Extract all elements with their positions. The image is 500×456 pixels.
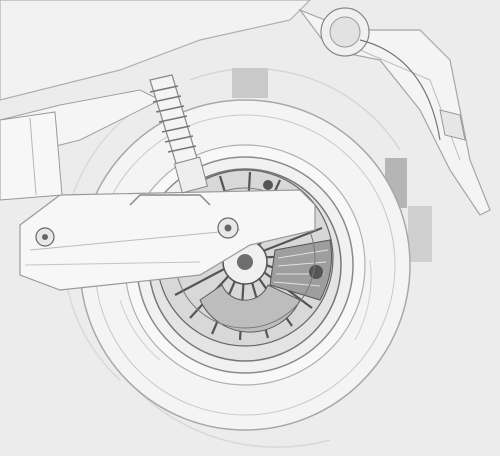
swing-arm-bolt-right-inner bbox=[224, 224, 232, 232]
motor-cooling-segment bbox=[269, 239, 333, 301]
swing-arm-lower-edge bbox=[24, 261, 201, 266]
rear-panel-box-line bbox=[29, 117, 37, 196]
shock-spring bbox=[149, 85, 197, 153]
rear-panel-outline bbox=[0, 0, 311, 101]
swing-arm-body bbox=[19, 189, 316, 291]
motor-bolt-top bbox=[263, 180, 273, 190]
tail-light-lens bbox=[329, 16, 361, 48]
rear-body-panel bbox=[0, 0, 311, 201]
fender-reflector bbox=[439, 109, 466, 141]
swing-arm bbox=[19, 189, 316, 291]
hud-gray-block-top bbox=[232, 68, 268, 98]
rear-fender bbox=[298, 7, 491, 216]
swing-arm-bracket bbox=[129, 194, 211, 206]
tire-details bbox=[119, 259, 372, 361]
swing-arm-bolt-left-inner bbox=[42, 234, 48, 240]
motor-axle bbox=[237, 254, 253, 270]
rear-shock-absorber bbox=[149, 74, 209, 194]
motor-cooling-lines bbox=[273, 249, 329, 287]
shock-lower-mount bbox=[173, 156, 209, 194]
swing-arm-crease bbox=[29, 229, 241, 251]
tail-cable bbox=[359, 39, 441, 141]
rear-panel-box bbox=[0, 111, 63, 201]
hud-top-arc bbox=[189, 67, 401, 151]
motor-bolt-right bbox=[309, 265, 323, 279]
fender-outline bbox=[298, 8, 491, 216]
hud-block-right-lower bbox=[408, 206, 432, 262]
